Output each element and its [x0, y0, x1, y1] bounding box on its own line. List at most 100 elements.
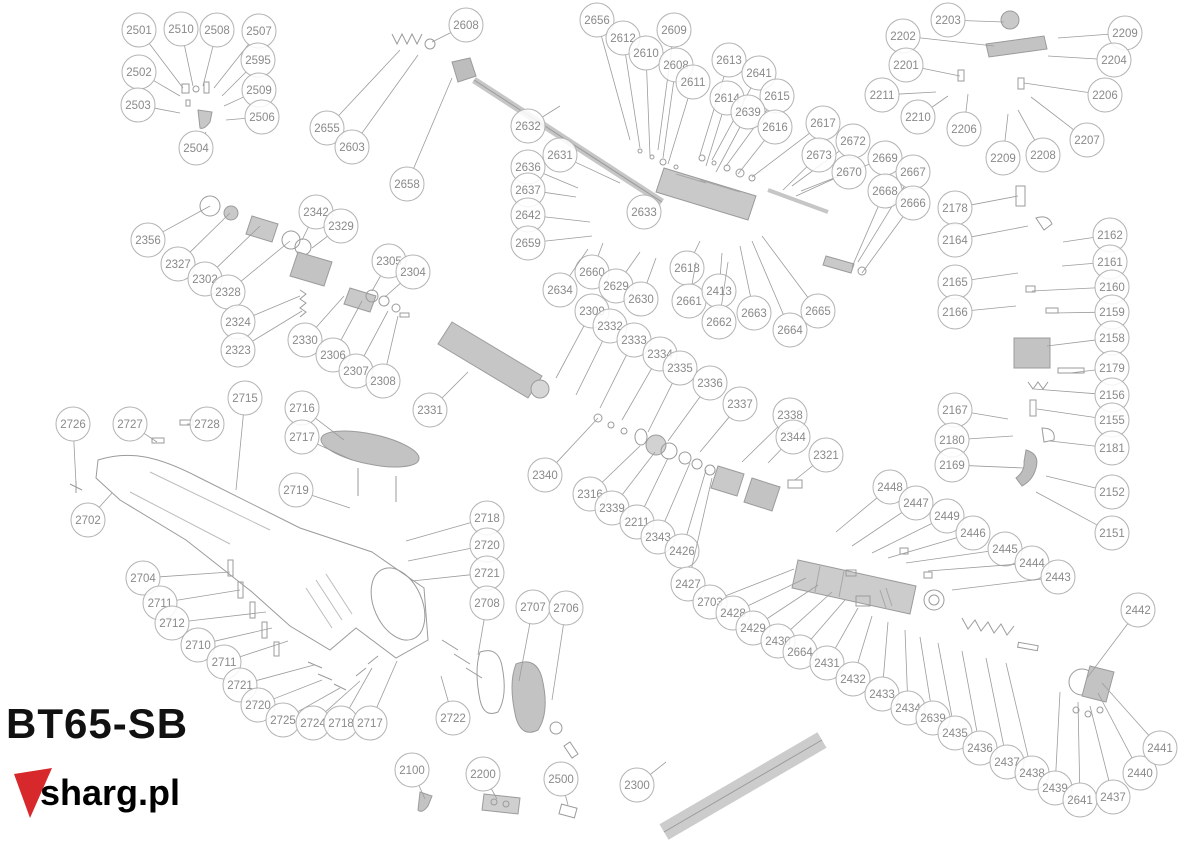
part-callout-2331: 2331: [412, 371, 469, 428]
callout-circle: [579, 2, 615, 38]
part-callout-2707: 2707: [515, 589, 551, 682]
leader-line: [189, 212, 231, 253]
part-callout-2509: 2509: [223, 72, 277, 108]
part-number: 2337: [727, 399, 753, 411]
part-number: 2706: [553, 603, 579, 615]
part-callout-2431: 2431: [809, 607, 859, 681]
leader-line: [662, 81, 675, 159]
leader-line: [851, 512, 903, 547]
leader-line: [386, 315, 399, 365]
leader-line: [214, 627, 273, 642]
callout-circle: [900, 99, 936, 135]
part-number: 2610: [633, 48, 659, 60]
part-number: 2200: [470, 769, 496, 781]
leader-line: [188, 611, 267, 622]
callout-circle: [985, 140, 1021, 176]
leader-line: [338, 49, 401, 116]
brand-logo: sharg.pl: [14, 768, 180, 818]
part-number: 2662: [706, 317, 732, 329]
leader-line: [143, 433, 158, 443]
leader-line: [1086, 623, 1129, 679]
part-number: 2448: [877, 482, 903, 494]
part-number: 2209: [1112, 28, 1138, 40]
part-number: 2306: [320, 350, 346, 362]
part-number: 2442: [1125, 605, 1151, 617]
model-title: BT65-SB: [6, 700, 189, 747]
part-callout-2448: 2448: [835, 469, 908, 533]
callout-circle: [801, 137, 837, 173]
leader-line: [225, 118, 246, 121]
part-number: 2630: [628, 294, 654, 306]
part-callout-2632: 2632: [510, 105, 561, 144]
part-number: 2712: [159, 618, 185, 630]
leader-line: [1062, 237, 1094, 243]
part-number: 2634: [547, 285, 573, 297]
part-number: 2206: [1092, 90, 1118, 102]
leader-line: [565, 795, 569, 806]
leader-line: [575, 341, 603, 396]
leader-line: [223, 96, 244, 107]
callout-circle: [178, 130, 214, 166]
leader-line: [376, 660, 398, 708]
leader-line: [544, 216, 591, 223]
part-callout-2308: 2308: [365, 315, 401, 399]
leader-line: [883, 621, 889, 678]
leader-line: [184, 45, 194, 87]
callout-circle: [937, 294, 973, 330]
leader-line: [543, 173, 579, 189]
part-callout-2726: 2726: [55, 406, 91, 485]
callout-circle: [955, 515, 991, 551]
leader-line: [646, 69, 651, 157]
leader-line: [794, 465, 814, 481]
callout-circle: [323, 208, 359, 244]
part-number: 2510: [168, 24, 194, 36]
part-number: 2716: [289, 403, 315, 415]
part-callout-2441: 2441: [1101, 682, 1178, 766]
part-number: 2727: [117, 419, 143, 431]
part-callout-2673: 2673: [782, 137, 837, 191]
part-callout-2340: 2340: [527, 417, 599, 493]
part-callout-2160: 2160: [1031, 269, 1130, 305]
part-number: 2501: [126, 25, 152, 37]
callout-circle: [1040, 559, 1076, 595]
leader-line: [1089, 705, 1110, 781]
leader-line: [1036, 408, 1096, 418]
part-number: 2343: [645, 532, 671, 544]
part-callout-2727: 2727: [112, 406, 158, 443]
leader-line: [544, 235, 593, 242]
part-number: 2507: [246, 26, 272, 38]
callout-circle: [227, 380, 263, 416]
callout-circle: [389, 166, 425, 202]
leader-line: [325, 680, 361, 712]
leader-line: [1005, 662, 1029, 757]
leader-line: [1077, 701, 1081, 784]
part-callout-2656: 2656: [579, 2, 631, 141]
parts-sketch: [69, 10, 1115, 840]
part-number: 2201: [893, 60, 919, 72]
part-callout-2704: 2704: [125, 560, 231, 596]
leader-line: [650, 761, 667, 775]
part-callout-2662: 2662: [701, 261, 737, 340]
part-number: 2660: [579, 267, 605, 279]
part-callout-2503: 2503: [120, 87, 181, 123]
part-callout-2433: 2433: [864, 621, 900, 712]
part-number: 2720: [474, 540, 500, 552]
part-number: 2721: [227, 680, 253, 692]
leader-line: [1047, 55, 1098, 60]
leader-line: [477, 619, 485, 656]
part-number: 2725: [270, 715, 296, 727]
part-number: 2427: [675, 579, 701, 591]
leader-line: [622, 451, 656, 495]
leader-line: [363, 310, 389, 357]
part-number: 2167: [942, 405, 968, 417]
leader-line: [418, 785, 426, 800]
part-number: 2300: [624, 780, 650, 792]
leader-line: [569, 248, 589, 277]
leader-line: [148, 43, 184, 89]
part-number: 2344: [780, 432, 806, 444]
callout-circle: [287, 322, 323, 358]
part-number: 2656: [584, 15, 610, 27]
callout-circle: [160, 246, 196, 282]
